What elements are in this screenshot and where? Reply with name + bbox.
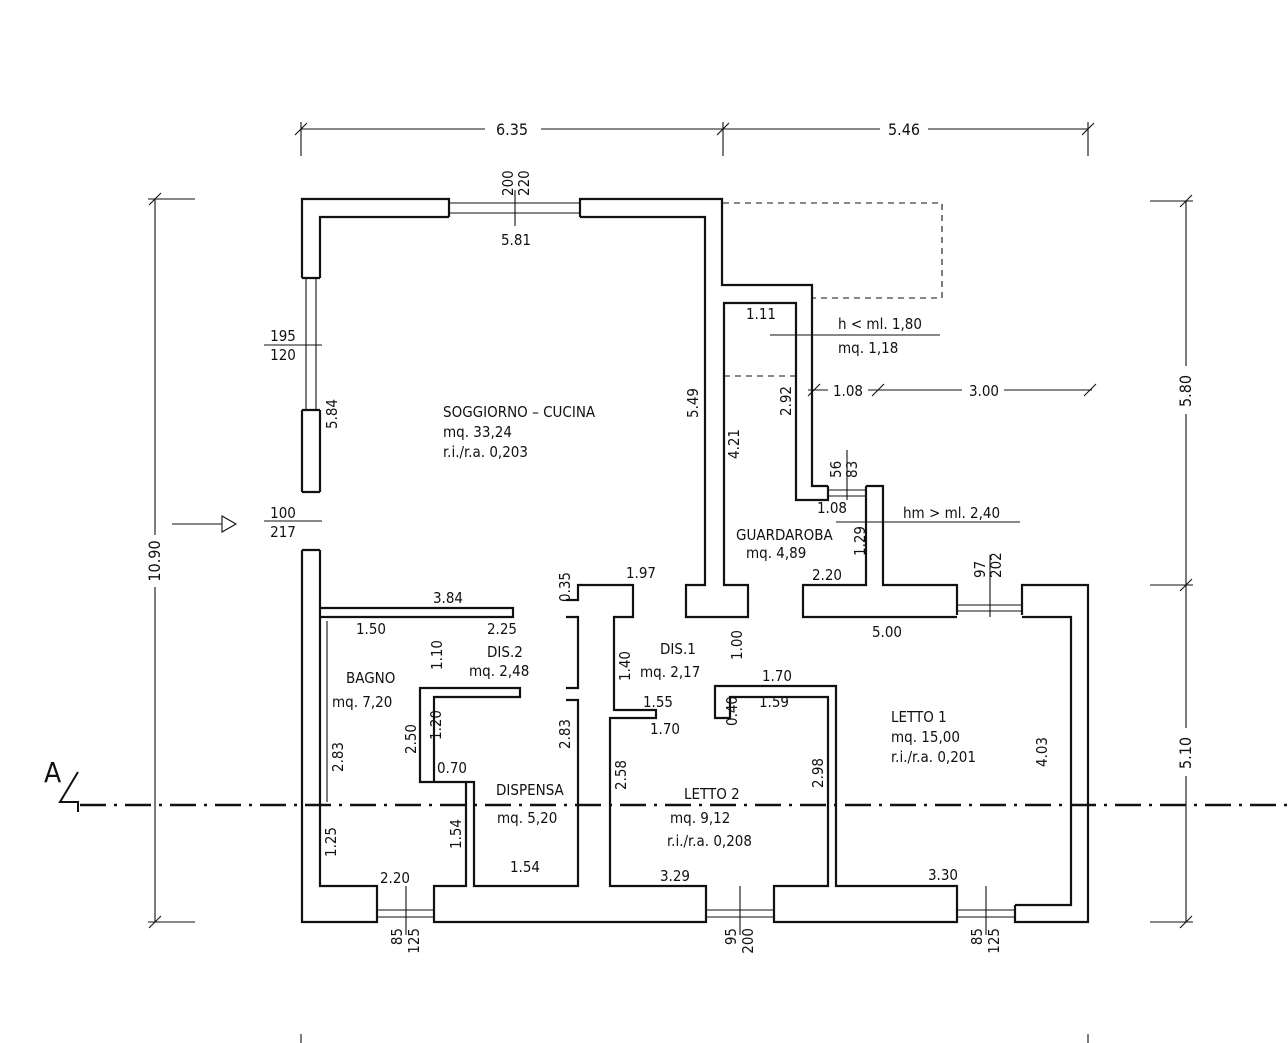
dim-1-50: 1.50 bbox=[356, 620, 386, 638]
room-labels: SOGGIORNO – CUCINA mq. 33,24 r.i./r.a. 0… bbox=[332, 315, 1000, 850]
room-dispensa-area: mq. 5,20 bbox=[497, 809, 557, 827]
section-line: A bbox=[44, 756, 1288, 812]
room-dispensa-name: DISPENSA bbox=[496, 781, 565, 799]
left-window-width: 195 bbox=[270, 327, 296, 345]
room-soggiorno-name: SOGGIORNO – CUCINA bbox=[443, 403, 596, 421]
note-low-height: h < ml. 1,80 bbox=[838, 315, 922, 333]
left-window-height: 120 bbox=[270, 346, 296, 364]
dim-5-49: 5.49 bbox=[684, 388, 702, 418]
dim-1-11: 1.11 bbox=[746, 305, 776, 323]
bottom-right-window-width: 85 bbox=[968, 928, 986, 945]
room-dis1-name: DIS.1 bbox=[660, 640, 696, 658]
dim-top-right: 5.46 bbox=[888, 120, 920, 139]
room-letto1-ratio: r.i./r.a. 0,201 bbox=[891, 748, 976, 766]
top-window-width: 200 bbox=[499, 170, 517, 196]
room-letto1-area: mq. 15,00 bbox=[891, 728, 960, 746]
walls bbox=[300, 197, 1090, 924]
dim-1-59: 1.59 bbox=[759, 693, 789, 711]
entry-arrow-icon bbox=[172, 515, 238, 533]
room-dis2-area: mq. 2,48 bbox=[469, 662, 529, 680]
dim-4-03: 4.03 bbox=[1033, 737, 1051, 767]
dim-2-20-a: 2.20 bbox=[812, 566, 842, 584]
overall-dimensions: 6.35 5.46 10.90 5.80 5.10 bbox=[145, 118, 1196, 1043]
dim-2-25: 2.25 bbox=[487, 620, 517, 638]
dim-0-35: 0.35 bbox=[556, 572, 574, 602]
low-height-area-outline bbox=[723, 202, 943, 377]
bottom-left-window-width: 85 bbox=[388, 928, 406, 945]
dim-5-81: 5.81 bbox=[501, 231, 531, 249]
section-label: A bbox=[44, 756, 62, 789]
annotation-lines bbox=[770, 334, 1097, 523]
dim-3-00: 3.00 bbox=[969, 382, 999, 400]
room-letto1-name: LETTO 1 bbox=[891, 708, 947, 726]
room-guardaroba-area: mq. 4,89 bbox=[746, 544, 806, 562]
dim-5-00: 5.00 bbox=[872, 623, 902, 641]
windows bbox=[264, 190, 1022, 935]
room-bagno-area: mq. 7,20 bbox=[332, 693, 392, 711]
dim-2-58: 2.58 bbox=[612, 760, 630, 790]
dim-left-total: 10.90 bbox=[145, 540, 164, 581]
letto1-window-height: 202 bbox=[987, 552, 1005, 578]
room-letto2-area: mq. 9,12 bbox=[670, 809, 730, 827]
room-dis1-area: mq. 2,17 bbox=[640, 663, 700, 681]
dim-1-55: 1.55 bbox=[643, 693, 673, 711]
dim-1-08-b: 1.08 bbox=[817, 499, 847, 517]
dim-2-98: 2.98 bbox=[809, 758, 827, 788]
room-dis2-name: DIS.2 bbox=[487, 643, 523, 661]
top-window-height: 220 bbox=[515, 170, 533, 196]
room-soggiorno-area: mq. 33,24 bbox=[443, 423, 512, 441]
dim-2-20-b: 2.20 bbox=[380, 869, 410, 887]
dim-right-lower: 5.10 bbox=[1176, 737, 1195, 769]
small-window-height: 83 bbox=[843, 461, 861, 478]
dim-1-54-b: 1.54 bbox=[510, 858, 540, 876]
bottom-right-window-height: 125 bbox=[985, 928, 1003, 954]
dim-4-21: 4.21 bbox=[725, 429, 743, 459]
small-window-width: 56 bbox=[827, 461, 845, 478]
letto1-window-width: 97 bbox=[971, 561, 989, 578]
opening-labels: 200 220 195 120 100 217 56 83 97 202 85 … bbox=[270, 170, 1005, 954]
entry-width: 100 bbox=[270, 504, 296, 522]
note-low-area: mq. 1,18 bbox=[838, 339, 898, 357]
dim-2-83-a: 2.83 bbox=[329, 742, 347, 772]
dim-1-20: 1.20 bbox=[427, 710, 445, 740]
dim-2-83-b: 2.83 bbox=[556, 719, 574, 749]
dim-3-30: 3.30 bbox=[928, 866, 958, 884]
dim-1-10: 1.10 bbox=[428, 640, 446, 670]
dim-0-70: 0.70 bbox=[437, 759, 467, 777]
room-bagno-name: BAGNO bbox=[346, 669, 395, 687]
dim-1-00: 1.00 bbox=[728, 630, 746, 660]
dim-right-upper: 5.80 bbox=[1176, 375, 1195, 407]
dim-1-70-a: 1.70 bbox=[762, 667, 792, 685]
dim-1-54-a: 1.54 bbox=[447, 819, 465, 849]
dim-top-left: 6.35 bbox=[496, 120, 528, 139]
interior-dimensions: 5.81 5.84 5.49 1.11 4.21 2.92 1.08 3.00 … bbox=[322, 231, 1051, 887]
note-mean-height: hm > ml. 2,40 bbox=[903, 504, 1000, 522]
dim-1-25: 1.25 bbox=[322, 827, 340, 857]
dim-3-84: 3.84 bbox=[433, 589, 463, 607]
bottom-mid-window-height: 200 bbox=[739, 928, 757, 954]
dim-2-50: 2.50 bbox=[402, 724, 420, 754]
room-letto2-ratio: r.i./r.a. 0,208 bbox=[667, 832, 752, 850]
entry-height: 217 bbox=[270, 523, 296, 541]
room-letto2-name: LETTO 2 bbox=[684, 785, 740, 803]
room-soggiorno-ratio: r.i./r.a. 0,203 bbox=[443, 443, 528, 461]
dim-0-40: 0.40 bbox=[723, 696, 741, 726]
room-guardaroba-name: GUARDAROBA bbox=[736, 526, 834, 544]
dim-2-92: 2.92 bbox=[777, 386, 795, 416]
dim-1-70-b: 1.70 bbox=[650, 720, 680, 738]
dim-1-97: 1.97 bbox=[626, 564, 656, 582]
bottom-left-window-height: 125 bbox=[405, 928, 423, 954]
bottom-mid-window-width: 95 bbox=[722, 928, 740, 945]
dim-3-29: 3.29 bbox=[660, 867, 690, 885]
dim-1-40: 1.40 bbox=[616, 651, 634, 681]
dim-5-84: 5.84 bbox=[323, 399, 341, 429]
dim-1-29: 1.29 bbox=[851, 526, 869, 556]
dim-1-08-a: 1.08 bbox=[833, 382, 863, 400]
